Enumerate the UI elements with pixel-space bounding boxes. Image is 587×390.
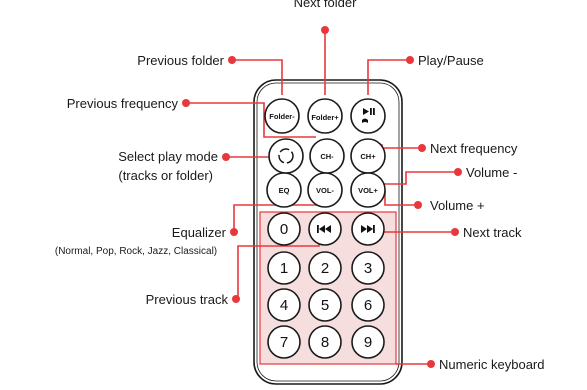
key-1-button[interactable]: 1 xyxy=(267,251,301,285)
vol-plus-label: VOL+ xyxy=(358,186,378,195)
vol-plus-button[interactable]: VOL+ xyxy=(350,172,386,208)
volume-minus-label: Volume - xyxy=(466,165,517,180)
next-frequency-label: Next frequency xyxy=(430,141,518,156)
key-6-label: 6 xyxy=(364,297,372,314)
select-play-mode-label: Select play mode xyxy=(118,149,218,164)
previous-folder-callout-line xyxy=(232,59,283,95)
vol-minus-button[interactable]: VOL- xyxy=(307,172,343,208)
numeric-keyboard-label: Numeric keyboard xyxy=(439,357,545,372)
key-6-button[interactable]: 6 xyxy=(351,288,385,322)
key-4-label: 4 xyxy=(280,297,288,314)
key-2-label: 2 xyxy=(321,260,329,277)
folder-minus-button[interactable]: Folder- xyxy=(264,98,300,134)
ch-plus-label: CH+ xyxy=(360,152,376,161)
eq-label: EQ xyxy=(279,186,290,195)
key-0-button[interactable]: 0 xyxy=(267,212,301,246)
ch-plus-button[interactable]: CH+ xyxy=(350,138,386,174)
key-2-button[interactable]: 2 xyxy=(308,251,342,285)
key-7-button[interactable]: 7 xyxy=(267,325,301,359)
folder-plus-label: Folder+ xyxy=(311,113,339,122)
play-pause-callout-line xyxy=(367,59,410,95)
play-pause-icon xyxy=(362,108,375,123)
previous-frequency-callout-line xyxy=(186,102,316,138)
select-play-mode-sublabel: (tracks or folder) xyxy=(118,168,213,183)
equalizer-modes-label: (Normal, Pop, Rock, Jazz, Classical) xyxy=(55,246,217,257)
ch-minus-label: CH- xyxy=(320,152,334,161)
next-track-button[interactable] xyxy=(351,212,385,246)
mode-button[interactable] xyxy=(268,138,304,174)
next-track-label: Next track xyxy=(463,225,522,240)
eq-button[interactable]: EQ xyxy=(266,172,302,208)
folder-plus-button[interactable]: Folder+ xyxy=(307,98,343,134)
folder-minus-label: Folder- xyxy=(269,112,295,121)
key-1-label: 1 xyxy=(280,260,288,277)
previous-track-button[interactable] xyxy=(308,212,342,246)
next-folder-label: Next folder xyxy=(294,0,358,10)
previous-folder-label: Previous folder xyxy=(137,53,224,68)
volume-plus-label: Volume + xyxy=(430,198,485,213)
play-pause-label: Play/Pause xyxy=(418,53,484,68)
key-5-button[interactable]: 5 xyxy=(308,288,342,322)
next-track-icon xyxy=(361,225,375,233)
previous-frequency-label: Previous frequency xyxy=(67,96,179,111)
ch-minus-button[interactable]: CH- xyxy=(309,138,345,174)
key-8-button[interactable]: 8 xyxy=(308,325,342,359)
key-5-label: 5 xyxy=(321,297,329,314)
previous-track-label: Previous track xyxy=(146,292,229,307)
key-3-button[interactable]: 3 xyxy=(351,251,385,285)
key-9-button[interactable]: 9 xyxy=(351,325,385,359)
key-3-label: 3 xyxy=(364,260,372,277)
play-pause-button[interactable] xyxy=(350,98,386,134)
cycle-icon xyxy=(278,148,294,164)
volume-minus-callout-line xyxy=(382,171,458,185)
key-8-label: 8 xyxy=(321,334,329,351)
key-7-label: 7 xyxy=(280,334,288,351)
key-9-label: 9 xyxy=(364,334,372,351)
callout-dots xyxy=(182,26,462,368)
key-4-button[interactable]: 4 xyxy=(267,288,301,322)
vol-minus-label: VOL- xyxy=(316,186,334,195)
key-0-label: 0 xyxy=(280,221,288,238)
equalizer-label: Equalizer xyxy=(172,225,227,240)
previous-track-icon xyxy=(317,225,331,233)
